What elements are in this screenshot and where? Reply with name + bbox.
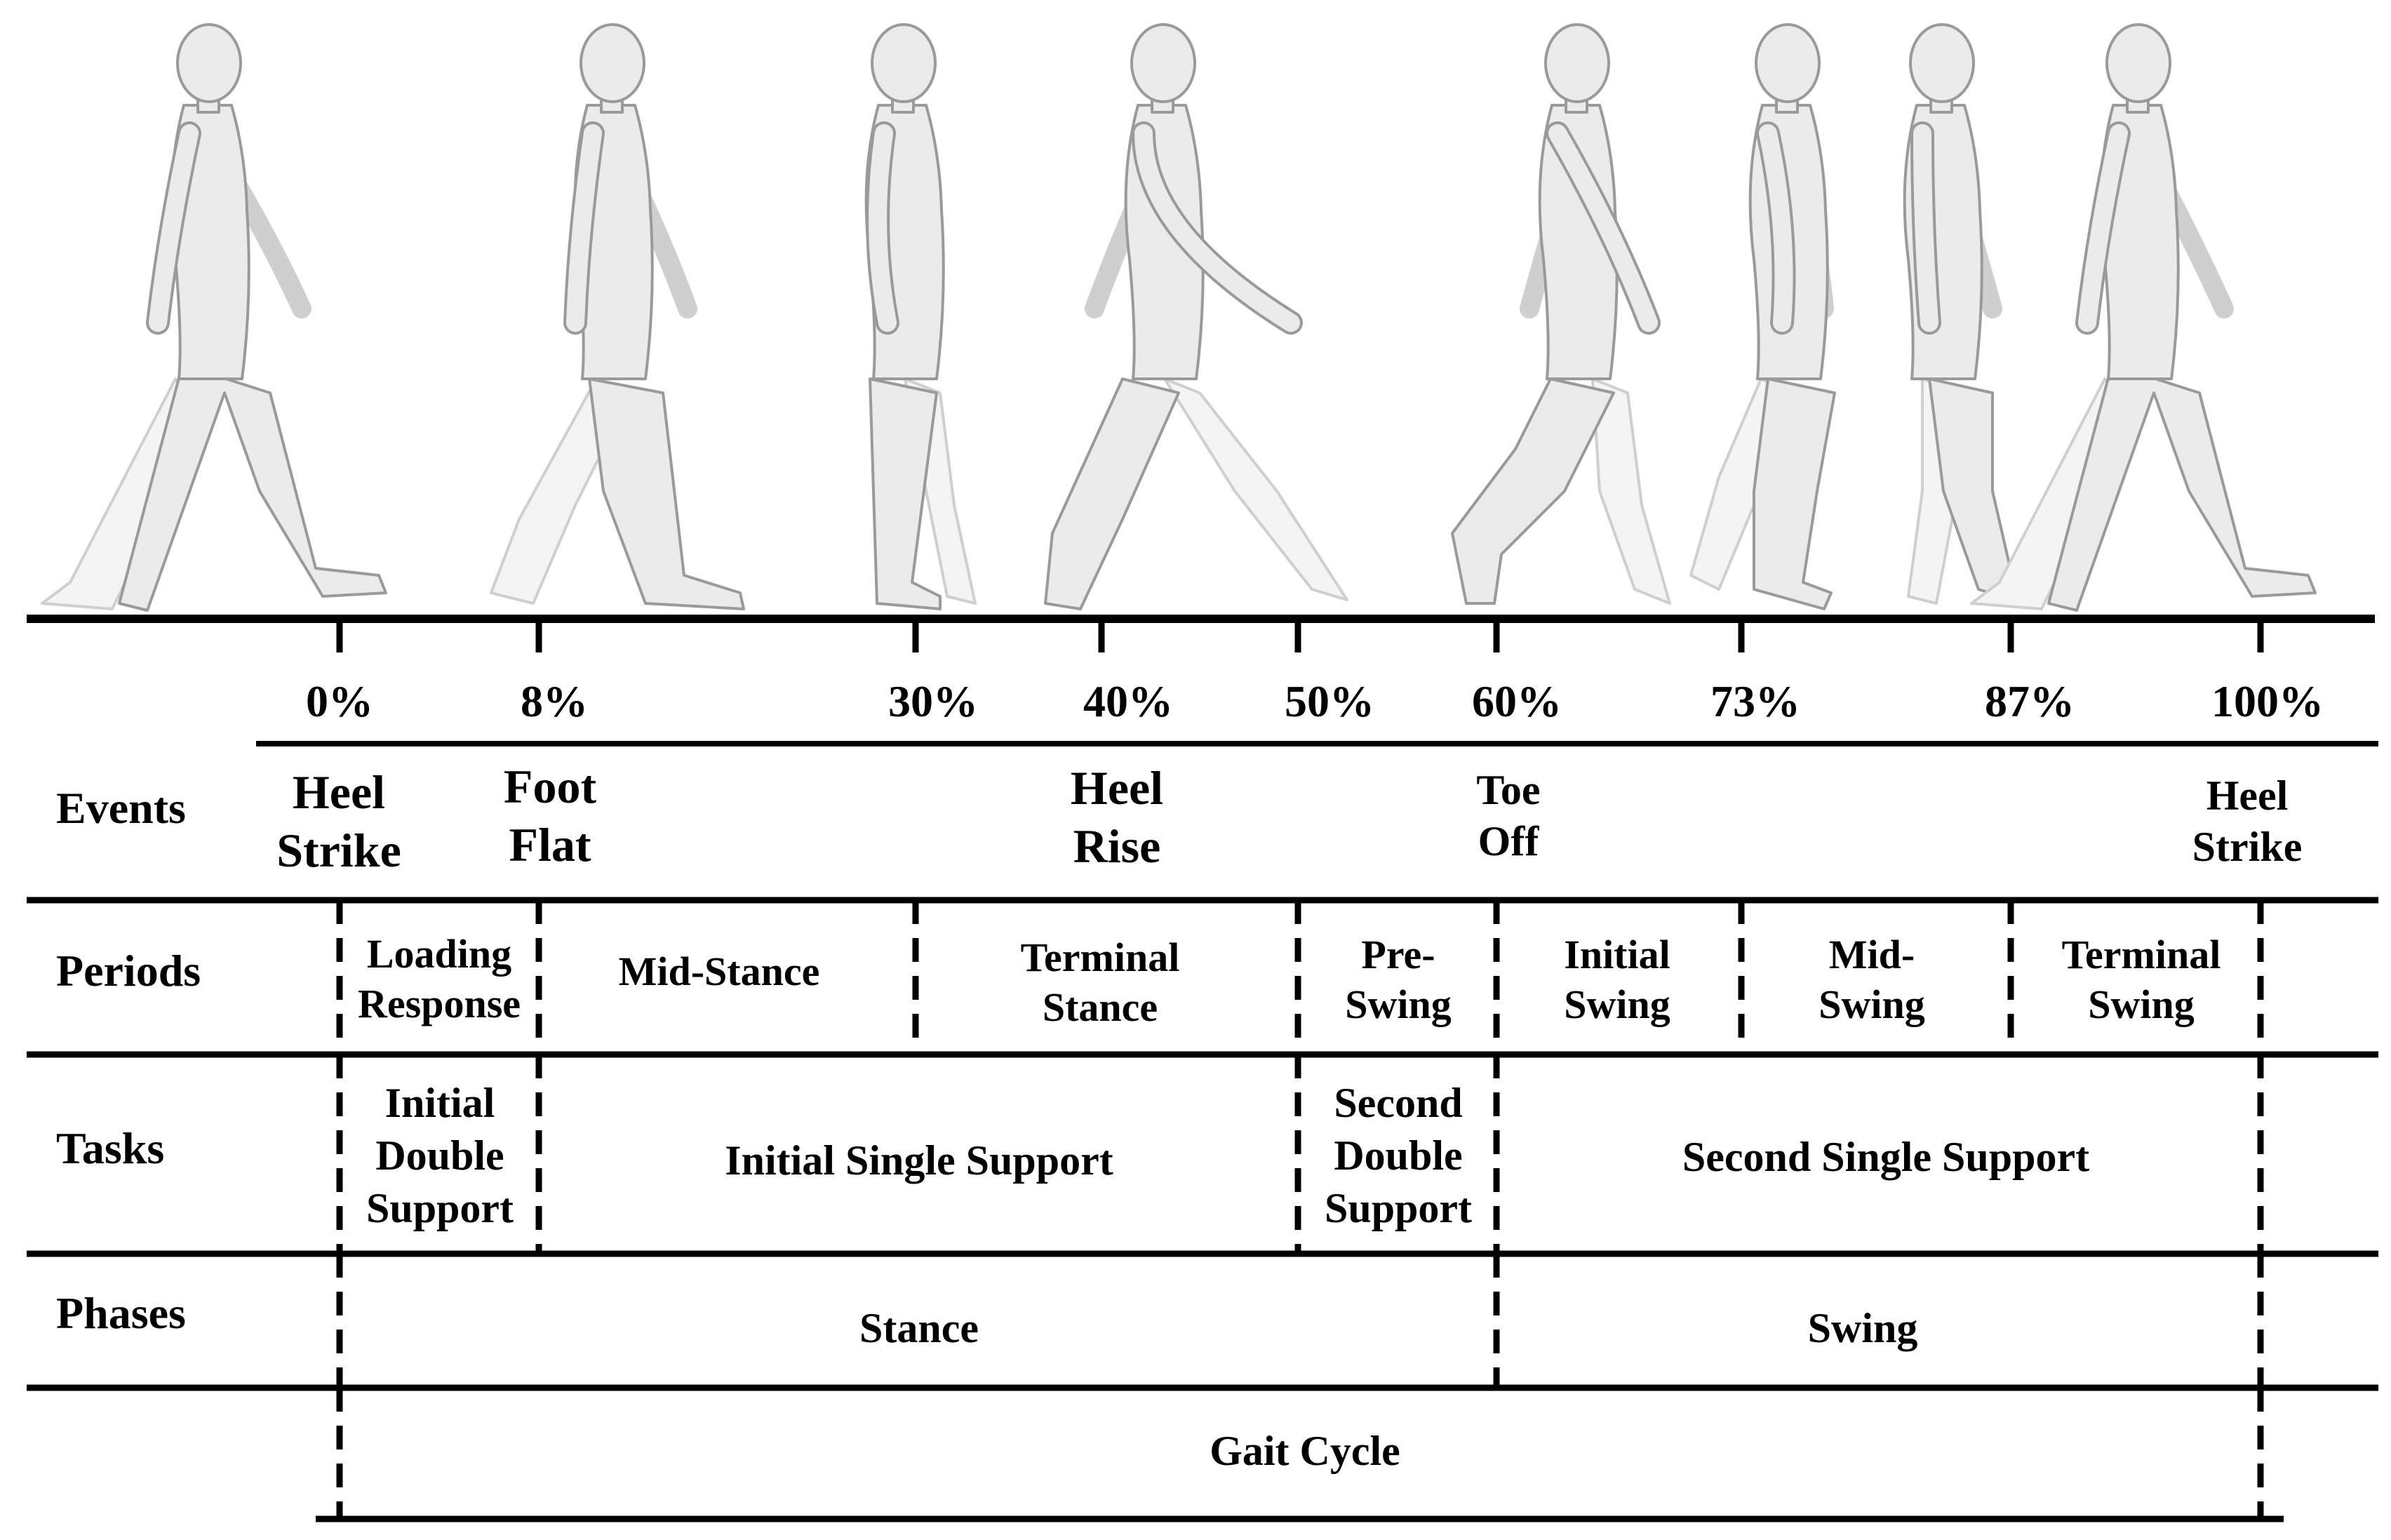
period-terminal-swing: Terminal Swing	[2062, 930, 2221, 1030]
walking-figure-8	[1970, 23, 2317, 612]
period-pre-swing: Pre- Swing	[1345, 930, 1452, 1030]
task-line: Second	[1334, 1080, 1463, 1126]
event-line: Rise	[1073, 819, 1161, 873]
percentage-label: 87%	[1985, 676, 2075, 726]
period-line: Response	[357, 980, 521, 1026]
row-label-tasks: Tasks	[56, 1123, 165, 1173]
period-initial-swing: Initial Swing	[1564, 930, 1670, 1030]
row-label-events: Events	[56, 783, 186, 833]
task-initial-single-support: Initial Single Support	[725, 1134, 1113, 1187]
percentage-label: 100%	[2211, 676, 2324, 726]
period-line: Mid-	[1828, 932, 1915, 977]
task-line: Support	[1324, 1185, 1473, 1231]
event-line: Heel	[292, 765, 386, 819]
percentage-label: 30%	[888, 676, 978, 726]
event-heel-strike: Heel Strike	[276, 763, 401, 880]
period-line: Terminal	[1020, 935, 1180, 980]
percentage-label: 0%	[306, 676, 373, 726]
phase-stance: Stance	[859, 1305, 979, 1351]
event-line: Toe	[1476, 767, 1541, 813]
period-line: Swing	[1819, 981, 1925, 1027]
walking-figure-5	[1451, 23, 1671, 605]
event-line: Foot	[503, 760, 597, 813]
task-line: Support	[366, 1185, 514, 1231]
row-label-phases: Phases	[56, 1288, 186, 1338]
event-foot-flat: Foot Flat	[504, 758, 596, 874]
task-line: Initial Single Support	[725, 1137, 1113, 1184]
walking-figure-4	[1044, 23, 1348, 610]
percentage-label: 8%	[521, 676, 588, 726]
walking-figure-7	[1903, 23, 2047, 610]
period-line: Swing	[1564, 981, 1670, 1027]
event-line: Off	[1478, 818, 1539, 865]
event-line: Flat	[509, 817, 591, 871]
gait-cycle-label: Gait Cycle	[1210, 1428, 1400, 1474]
task-line: Double	[1334, 1132, 1463, 1179]
event-heel-rise: Heel Rise	[1071, 759, 1163, 876]
period-line: Terminal	[2061, 932, 2221, 977]
period-line: Swing	[2088, 981, 2195, 1027]
period-terminal-stance: Terminal Stance	[1021, 933, 1180, 1033]
period-line: Swing	[1345, 981, 1452, 1027]
percentage-label: 40%	[1083, 676, 1173, 726]
task-line: Initial	[384, 1080, 495, 1126]
task-line: Second Single Support	[1682, 1134, 2090, 1180]
task-second-single-support: Second Single Support	[1682, 1131, 2089, 1184]
phase-swing: Swing	[1807, 1305, 1918, 1351]
task-line: Double	[375, 1132, 504, 1179]
period-line: Initial	[1564, 932, 1670, 977]
event-line: Strike	[276, 823, 401, 877]
task-initial-double-support: Initial Double Support	[366, 1077, 514, 1235]
percentage-label: 50%	[1285, 676, 1374, 726]
period-line: Mid-Stance	[618, 949, 820, 994]
event-line: Strike	[2192, 824, 2303, 871]
task-second-double-support: Second Double Support	[1325, 1077, 1472, 1235]
event-line: Heel	[1070, 761, 1164, 815]
period-line: Pre-	[1361, 932, 1435, 977]
event-line: Heel	[2206, 772, 2289, 819]
event-toe-off: Toe Off	[1476, 765, 1540, 867]
walking-figure-1	[41, 23, 387, 612]
period-mid-stance: Mid-Stance	[619, 947, 820, 997]
walking-figure-3	[864, 23, 977, 610]
event-heel-strike-end: Heel Strike	[2192, 770, 2303, 873]
percentage-label: 73%	[1710, 676, 1800, 726]
period-mid-swing: Mid- Swing	[1819, 930, 1925, 1030]
period-line: Loading	[366, 931, 512, 977]
period-loading-response: Loading Response	[358, 930, 521, 1029]
row-label-periods: Periods	[56, 946, 201, 996]
period-line: Stance	[1042, 984, 1158, 1030]
percentage-label: 60%	[1472, 676, 1562, 726]
walking-figure-2	[490, 23, 745, 610]
walking-figure-6	[1689, 23, 1836, 610]
